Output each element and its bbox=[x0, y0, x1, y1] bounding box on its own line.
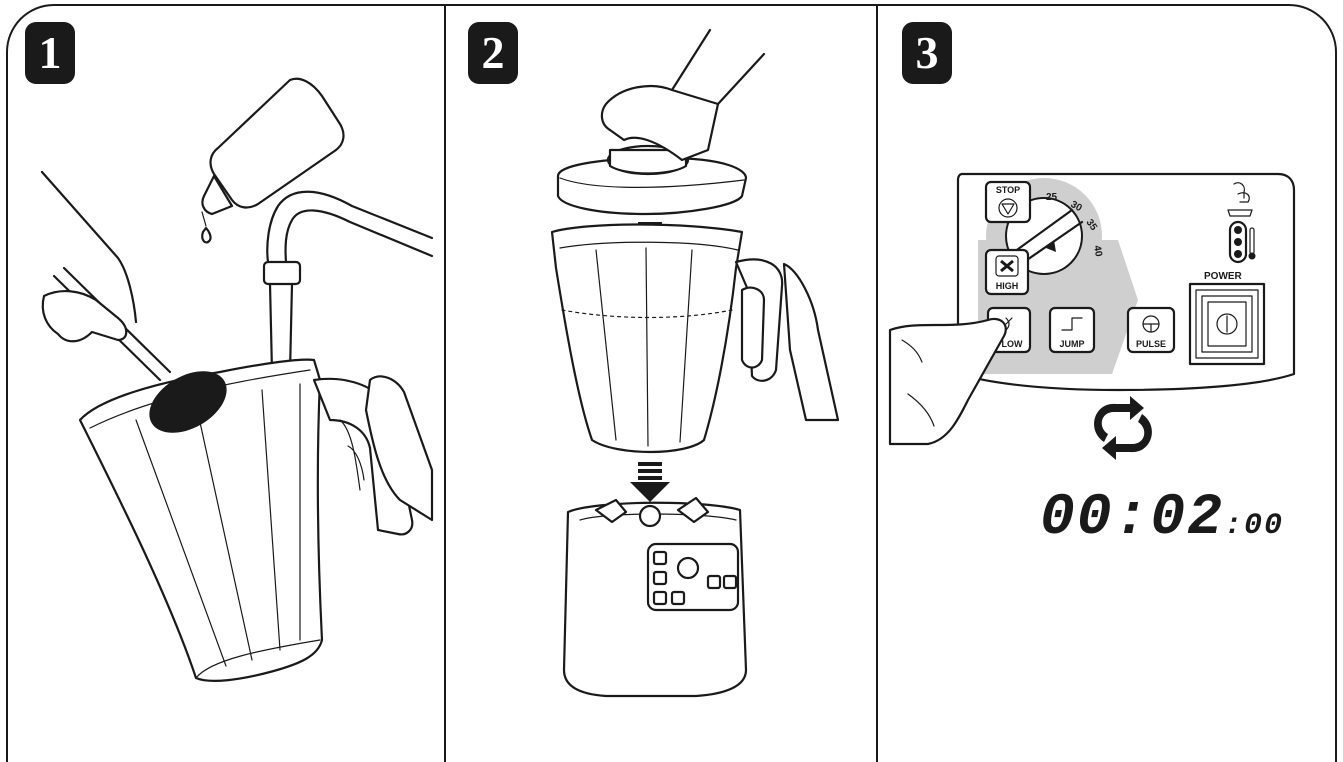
down-arrow-base bbox=[630, 462, 670, 502]
power-switch[interactable] bbox=[1190, 284, 1264, 364]
cycle-arrows-icon bbox=[1094, 396, 1152, 460]
timer-sub: :00 bbox=[1224, 509, 1284, 543]
low-label: LOW bbox=[1002, 339, 1023, 349]
pulse-button[interactable]: PULSE bbox=[1128, 308, 1174, 352]
high-button[interactable]: HIGH bbox=[986, 250, 1028, 294]
power-label: POWER bbox=[1204, 271, 1243, 282]
step-3-illustration: 10 15 20 25 30 35 40 STOP HIGH LOW JUMP … bbox=[878, 0, 1340, 762]
jump-label: JUMP bbox=[1059, 339, 1084, 349]
stop-label: STOP bbox=[996, 185, 1020, 195]
blender-lid-illustration bbox=[558, 146, 746, 214]
dial-tick-25: 25 bbox=[1046, 192, 1058, 203]
left-hand-illustration bbox=[42, 172, 136, 341]
pulse-label: PULSE bbox=[1136, 339, 1166, 349]
high-label: HIGH bbox=[996, 281, 1019, 291]
stop-button[interactable]: STOP bbox=[986, 182, 1030, 222]
timer-main: 00:02 bbox=[1040, 486, 1224, 551]
blender-base-illustration bbox=[564, 498, 746, 696]
faucet-illustration bbox=[264, 192, 432, 372]
blender-jar-illustration bbox=[80, 360, 412, 681]
hand-on-lid-illustration bbox=[602, 30, 764, 160]
timer-display: 00:02:00 bbox=[1040, 486, 1284, 551]
jump-button[interactable]: JUMP bbox=[1050, 308, 1094, 352]
step-2-illustration bbox=[446, 0, 890, 762]
step-1-illustration bbox=[0, 0, 444, 762]
